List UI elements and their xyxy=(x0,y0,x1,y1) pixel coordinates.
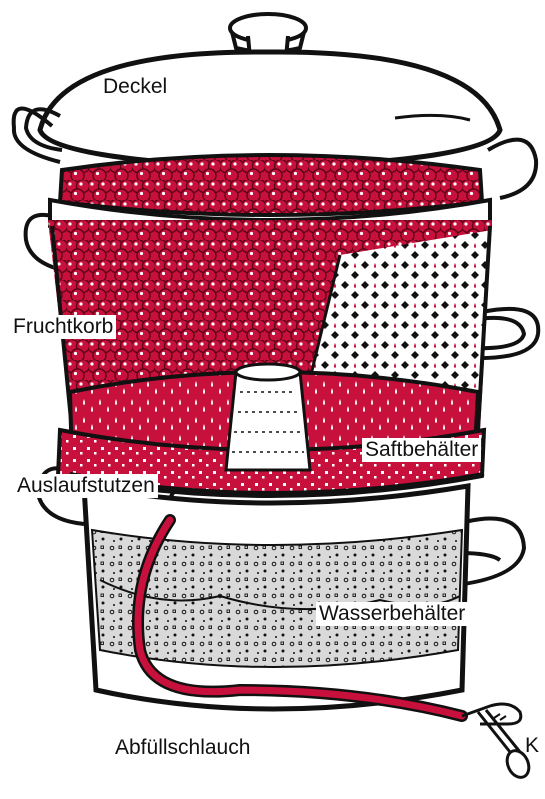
hose-clamp xyxy=(462,704,533,781)
label-fruchtkorb: Fruchtkorb xyxy=(10,315,116,339)
label-auslaufstutzen: Auslaufstutzen xyxy=(14,474,158,498)
label-klemme: K xyxy=(525,734,539,758)
label-saftbehaelter: Saftbehälter xyxy=(362,438,481,462)
label-abfuellschlauch: Abfüllschlauch xyxy=(112,736,253,760)
top-berry-layer xyxy=(60,155,482,215)
label-deckel: Deckel xyxy=(100,75,170,99)
label-wasserbehaelter: Wasserbehälter xyxy=(316,602,468,626)
